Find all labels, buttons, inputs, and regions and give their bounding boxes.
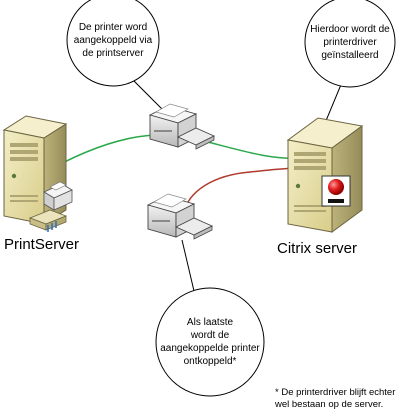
network-hub-icon [28, 209, 68, 232]
printer-icon-disconnected [146, 193, 214, 240]
citrix-server-label: Citrix server [277, 240, 358, 257]
callout-text-connected: De printer word aangekoppeld via de prin… [73, 22, 153, 59]
printer-icon-connected [148, 103, 216, 150]
footnote: * De printerdriver blijft echter wel bes… [275, 387, 396, 410]
citrix-server-icon [286, 117, 364, 233]
red-connection-line [182, 167, 301, 216]
printserver-printer-icon [43, 181, 73, 211]
callout-text-installed: Hierdoor wordt de printerdriver geïnstal… [310, 24, 390, 61]
printserver-label: PrintServer [4, 236, 80, 253]
red-stop-icon [321, 175, 351, 207]
callout-bubble-installed [304, 0, 396, 88]
callout-text-disconnected: Als laatste wordt de aangekoppelde print… [160, 317, 260, 367]
callout-bubble-connected [66, 0, 160, 87]
callout-bubble-disconnected [155, 287, 265, 397]
